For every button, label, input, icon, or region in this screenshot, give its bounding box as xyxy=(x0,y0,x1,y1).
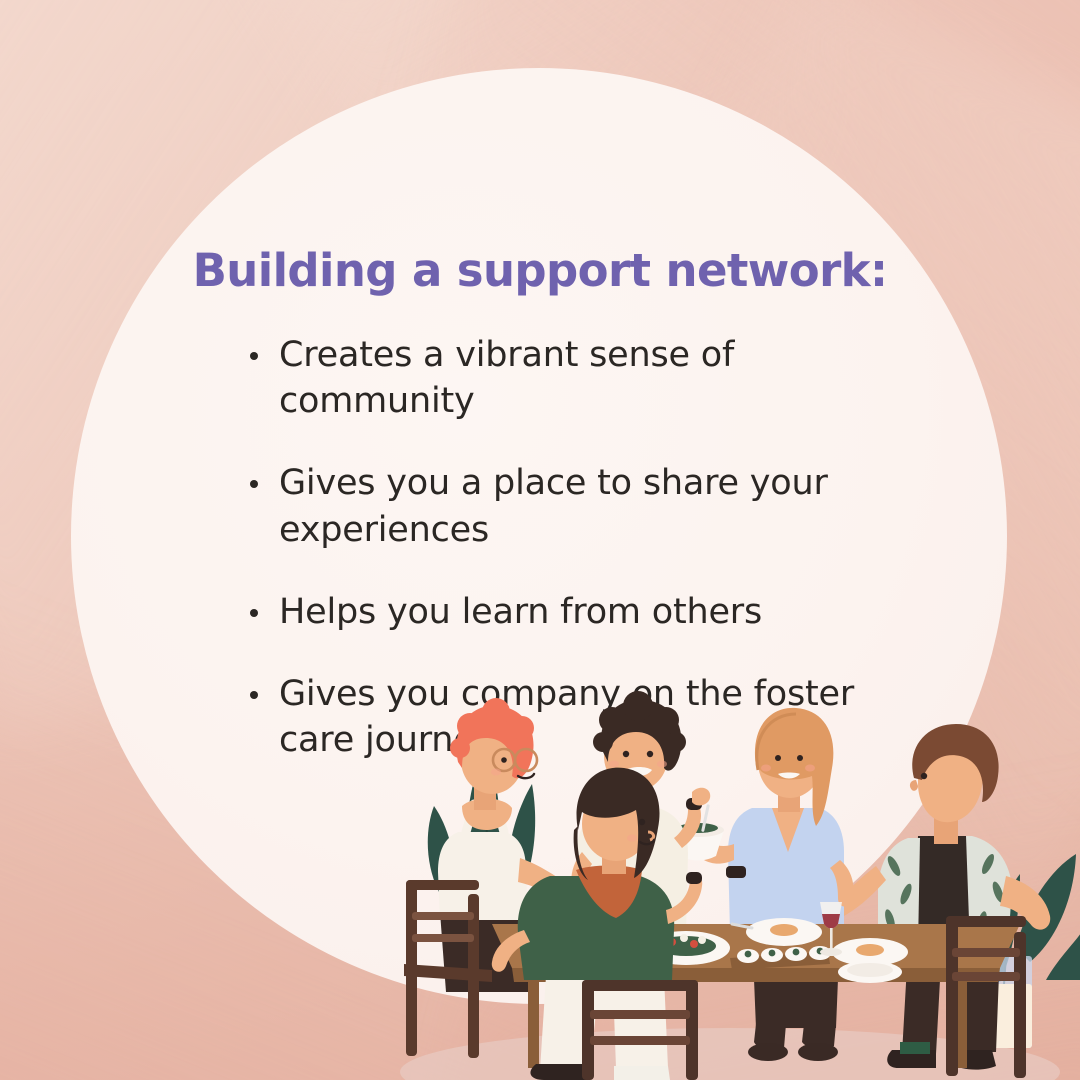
bullet-dot-icon xyxy=(250,352,258,360)
list-item: Creates a vibrant sense of community xyxy=(248,332,858,424)
page-title: Building a support network: xyxy=(192,244,888,297)
list-item-label: Helps you learn from others xyxy=(279,591,763,632)
list-item: Helps you learn from others xyxy=(248,589,858,635)
bullet-dot-icon xyxy=(250,690,258,699)
bullet-dot-icon xyxy=(250,480,258,489)
chair-right-foreground xyxy=(946,916,1026,1078)
benefits-list: Creates a vibrant sense of community Giv… xyxy=(248,332,858,763)
list-item: Gives you a place to share your experien… xyxy=(248,460,858,552)
hero-circle xyxy=(71,68,1007,1004)
bullet-dot-icon xyxy=(250,608,258,617)
chair-center-foreground xyxy=(582,980,698,1080)
list-item-label: Gives you a place to share your experien… xyxy=(279,463,828,550)
chair-left xyxy=(404,880,492,1058)
list-item-label: Creates a vibrant sense of community xyxy=(279,335,735,422)
person-woman-dark-hair-back xyxy=(491,767,703,1080)
glasses-icon xyxy=(491,747,539,773)
dinner-scene-illustration xyxy=(400,680,1080,1080)
wine-glass xyxy=(820,902,842,956)
